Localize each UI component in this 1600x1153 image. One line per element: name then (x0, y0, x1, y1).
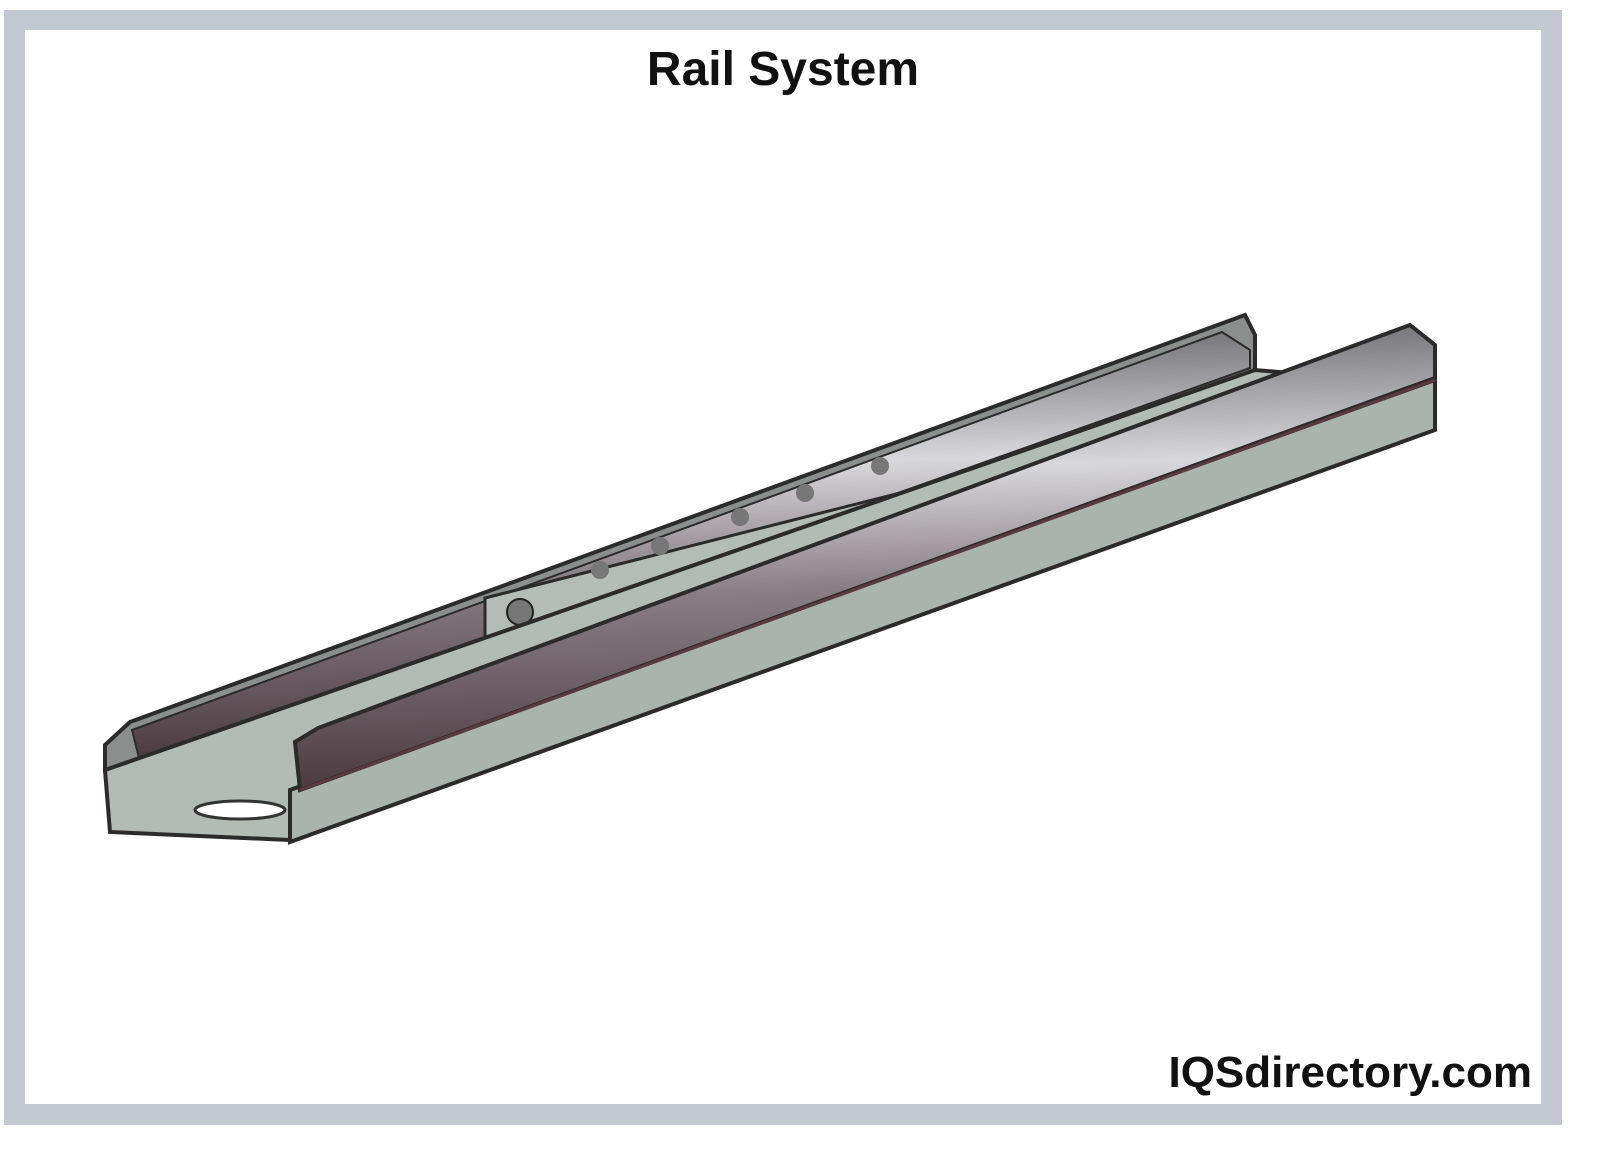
front-rod (292, 322, 1437, 793)
ball-bearing (731, 508, 749, 526)
ball-bearing (871, 457, 889, 475)
watermark: IQSdirectory.com (1168, 1048, 1532, 1097)
mounting-hole (193, 799, 287, 821)
ball-bearing (796, 484, 814, 502)
diagram-title: Rail System (646, 43, 920, 96)
rod-edge-line (299, 378, 1436, 792)
ball-bearing (651, 537, 669, 555)
ball-bearing (591, 561, 609, 579)
